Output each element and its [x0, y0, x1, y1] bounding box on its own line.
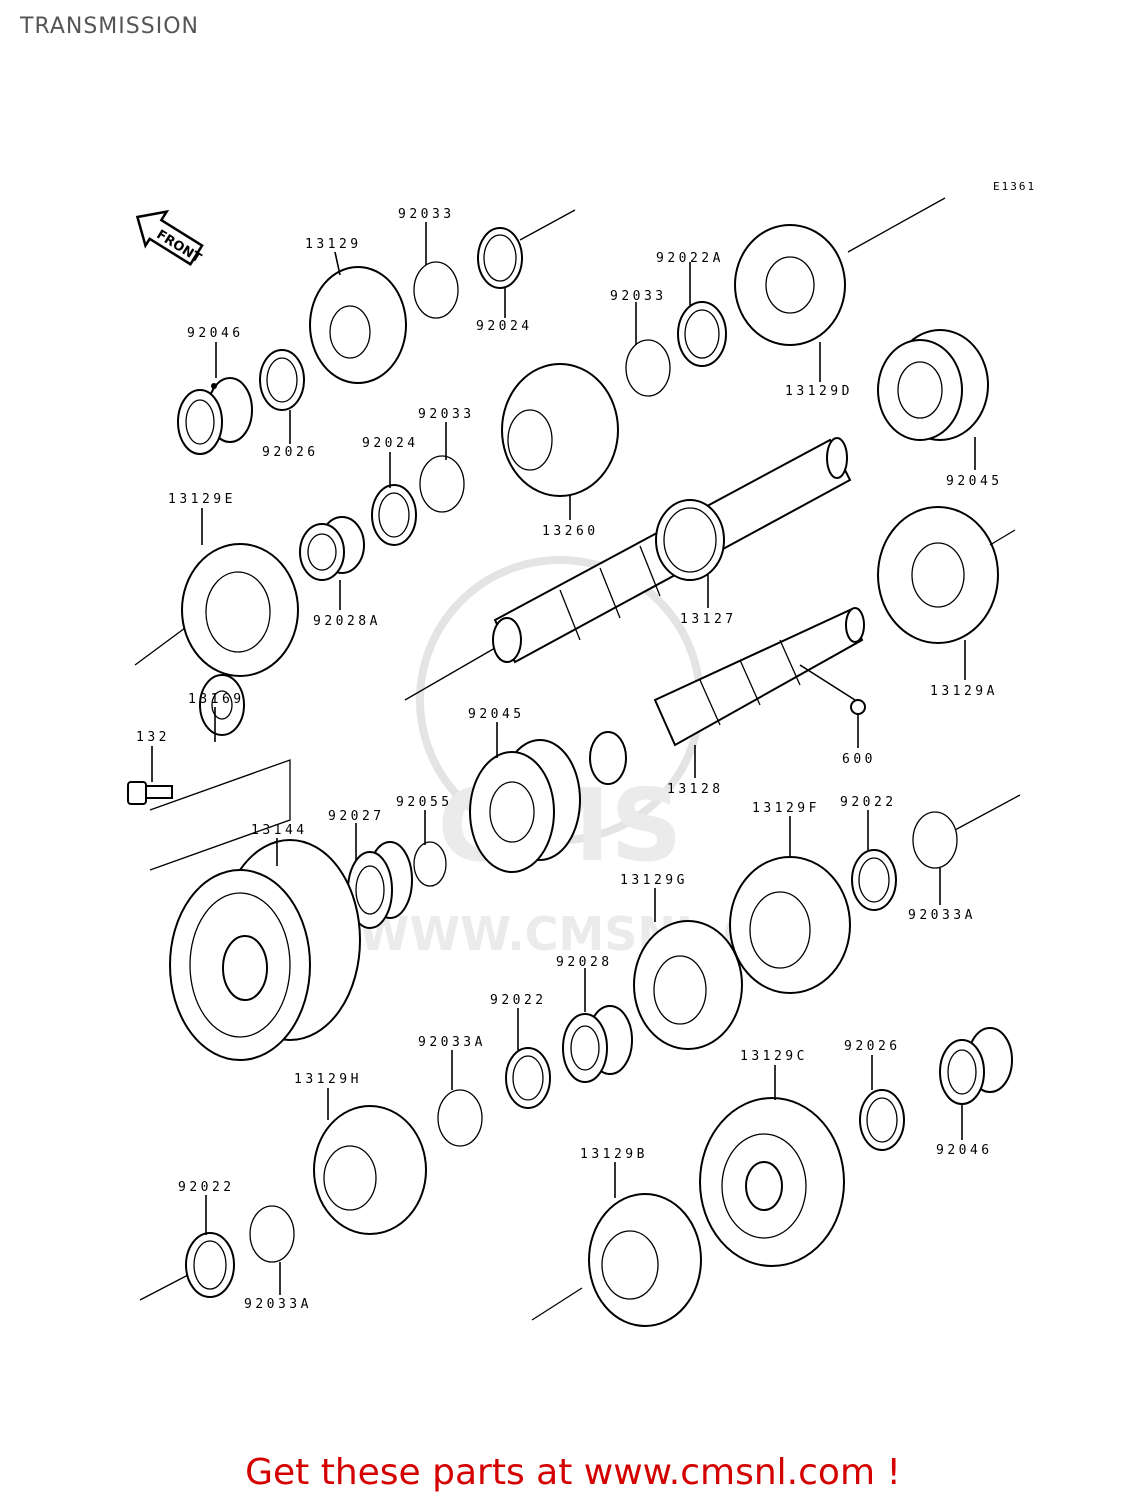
part-label: 92024: [362, 436, 419, 451]
diagram-code: E1361: [993, 180, 1036, 193]
part-label: 13127: [680, 612, 737, 627]
bearing-92045-top: [877, 329, 989, 441]
gear-13129C: [699, 1097, 845, 1267]
gear-13129H: [313, 1105, 427, 1235]
part-label: 13129E: [168, 492, 236, 507]
washer-92022A: [677, 301, 727, 367]
part-label: 92026: [262, 445, 319, 460]
axis-lines: [134, 197, 1021, 1321]
part-label: 92024: [476, 319, 533, 334]
bearing-92045-mid: [469, 739, 581, 873]
part-label: 92046: [936, 1143, 993, 1158]
part-labels: 92033 13129 92024 92022A 92033 92046 920…: [136, 207, 1003, 1312]
part-label: 92022: [490, 993, 547, 1008]
leader-lines: [151, 222, 976, 1295]
part-label: 92022: [178, 1180, 235, 1195]
circlip-92033-c: [419, 455, 465, 513]
washer-92024-mid: [371, 484, 417, 546]
part-label: 92045: [468, 707, 525, 722]
collar-92046-low: [939, 1027, 1013, 1105]
plate-13169: [199, 674, 245, 736]
circlip-92033A-mid: [437, 1089, 483, 1147]
part-label: 132: [136, 730, 170, 745]
part-label: 92028: [556, 955, 613, 970]
part-label: 92033: [418, 407, 475, 422]
part-label: 92028A: [313, 614, 381, 629]
part-label: 13260: [542, 524, 599, 539]
circlip-92033A-bottom: [249, 1205, 295, 1263]
washer-92026-low: [859, 1089, 905, 1151]
part-label: 13129F: [752, 801, 820, 816]
circlip-92033A-top: [912, 811, 958, 869]
part-label: 92033A: [908, 908, 976, 923]
gear-13129E: [181, 543, 299, 677]
washer-92022-bottom: [185, 1232, 235, 1298]
part-label: 92027: [328, 809, 385, 824]
gear-13127: [655, 499, 725, 581]
part-label: 13129H: [294, 1072, 362, 1087]
bushing-92028A: [299, 516, 365, 581]
washer-92024-top: [477, 227, 523, 289]
part-label: 13129C: [740, 1049, 808, 1064]
sprocket-13144: [149, 759, 361, 1061]
part-label: 92022A: [656, 251, 724, 266]
collar-92027: [347, 841, 413, 929]
part-label: 13129B: [580, 1147, 648, 1162]
page-title: TRANSMISSION: [20, 14, 199, 39]
part-label: 92026: [844, 1039, 901, 1054]
shaft-13128: [589, 607, 865, 785]
washer-92026-top: [259, 349, 305, 411]
gear-13129A: [877, 506, 999, 644]
o-ring-92055: [413, 841, 447, 887]
gear-13129D: [734, 224, 846, 346]
collar-92046-top: [177, 377, 253, 455]
bolt-132: [127, 781, 173, 805]
part-label: 92033: [398, 207, 455, 222]
gear-13260: [501, 363, 619, 497]
part-label: 92055: [396, 795, 453, 810]
bushing-92028: [562, 1005, 633, 1083]
part-label: 92022: [840, 795, 897, 810]
part-label: 13129D: [785, 384, 853, 399]
gear-13129: [309, 266, 407, 384]
front-arrow-icon: FRONT: [135, 209, 204, 266]
gear-13129B: [588, 1193, 702, 1327]
part-label: 92046: [187, 326, 244, 341]
part-label: 13129: [305, 237, 362, 252]
part-label: 13129A: [930, 684, 998, 699]
part-label: 13129G: [620, 873, 688, 888]
gear-13129G: [633, 920, 743, 1050]
washer-92022-mid: [851, 849, 897, 911]
washer-92022-low: [505, 1047, 551, 1109]
ball-600: [850, 699, 866, 715]
circlip-92033-b: [625, 339, 671, 397]
part-label: 13169: [188, 692, 245, 707]
part-label: 92033A: [244, 1297, 312, 1312]
part-label: 92045: [946, 474, 1003, 489]
circlip-92033-a: [413, 261, 459, 319]
part-label: 92033A: [418, 1035, 486, 1050]
part-label: 600: [842, 752, 876, 767]
part-label: 13144: [251, 823, 308, 838]
footer-link[interactable]: Get these parts at www.cmsnl.com !: [245, 1452, 901, 1493]
gear-13129F: [729, 856, 851, 994]
part-label: 92033: [610, 289, 667, 304]
part-label: 13128: [667, 782, 724, 797]
